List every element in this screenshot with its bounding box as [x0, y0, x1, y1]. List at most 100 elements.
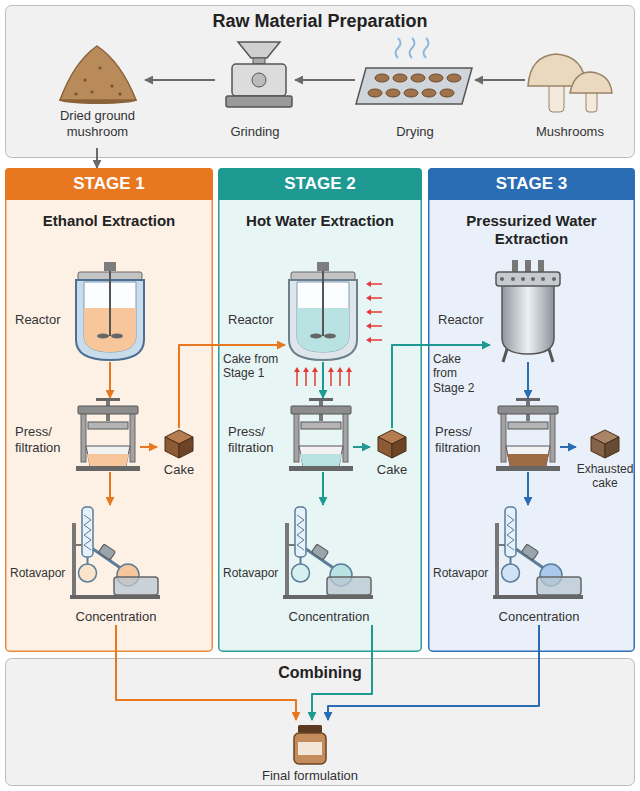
autoclave-icon-part — [521, 277, 525, 281]
powder-icon-part — [98, 66, 101, 69]
glass-reactor-icon — [76, 262, 144, 360]
press-icon-part — [508, 422, 548, 429]
press-icon-part — [506, 446, 550, 466]
flow-arrow — [295, 79, 355, 81]
press-icon-part — [516, 398, 540, 401]
rotavapor-icon-part — [537, 577, 581, 595]
press-icon-part — [299, 446, 343, 466]
flow-arrow — [96, 148, 98, 168]
drying-tray-icon-part — [411, 74, 425, 82]
mushroom-icon — [528, 54, 612, 112]
heat-arrows-part — [303, 367, 309, 372]
flow-arrow — [140, 446, 157, 448]
rotavapor-icon-part — [289, 544, 295, 546]
press-unit: Press/ filtration — [289, 398, 353, 472]
item-label: Exhausted cake — [576, 462, 634, 491]
powder-icon-part — [90, 90, 93, 93]
cake-cube-icon-part — [179, 437, 193, 458]
rotavapor-icon-part — [292, 564, 310, 582]
press-icon-part — [130, 414, 135, 462]
drying-tray-icon — [356, 38, 472, 104]
press-icon-part — [294, 414, 299, 462]
press-icon — [289, 398, 353, 471]
item-label: Concentration — [283, 609, 375, 625]
press-icon-part — [291, 406, 351, 414]
cake-cube-icon-part — [378, 437, 392, 458]
press-icon-part — [507, 454, 549, 466]
rotavapor-icon-part — [327, 577, 371, 595]
press-icon-part — [309, 398, 333, 401]
drying-tray-icon-part — [375, 74, 389, 82]
stage-header: STAGE 1 — [5, 168, 213, 200]
equipment-label: Reactor — [228, 312, 280, 328]
glass-reactor-icon-part — [109, 271, 111, 336]
panel-ground-part — [6, 659, 635, 786]
glass-reactor-icon-part — [111, 334, 123, 339]
process-step: Drying — [355, 38, 475, 144]
rotavapor-icon — [283, 507, 373, 599]
item-label: Concentration — [70, 609, 162, 625]
heat-arrows-part — [296, 372, 298, 386]
stage-header: STAGE 2 — [218, 168, 422, 200]
press-icon-part — [81, 414, 86, 462]
heat-arrows-part — [294, 367, 300, 372]
flow-arrow — [475, 79, 525, 81]
press-icon-part — [498, 406, 558, 414]
drying-tray-icon-part — [424, 38, 429, 58]
glass-reactor-icon-part — [104, 262, 116, 271]
equipment-label: Rotavapor — [433, 566, 491, 580]
heat-arrows-part — [370, 283, 382, 285]
autoclave-icon-part — [538, 260, 544, 272]
drying-tray-icon-part — [356, 68, 472, 104]
grinder-icon-part — [232, 64, 286, 96]
panel-ground-part — [219, 169, 422, 652]
drying-tray-icon-part — [368, 89, 382, 97]
flow-arrow — [392, 345, 490, 428]
rotavapor-icon-part — [493, 595, 583, 599]
heat-arrows-part — [314, 372, 316, 386]
rotavapor-unit: RotavaporConcentration — [283, 505, 375, 625]
powder-icon-part — [74, 92, 77, 95]
section-title: Combining — [272, 663, 368, 682]
cake-item: Cake — [370, 428, 414, 480]
panel-ground-part — [6, 169, 213, 652]
grinder-icon-part — [238, 42, 280, 58]
rotavapor-icon-part — [79, 564, 97, 582]
flow-arrow — [527, 472, 529, 505]
drying-tray-icon-part — [447, 74, 461, 82]
stage-panel: STAGE 3Pressurized Water ExtractionReact… — [428, 168, 635, 652]
press-icon-part — [343, 414, 348, 462]
equipment-label: Press/ filtration — [228, 424, 286, 455]
press-icon-part — [87, 454, 129, 466]
glass-reactor-icon-part — [310, 334, 322, 339]
glass-reactor-icon-part — [322, 271, 324, 336]
heat-arrows-part — [366, 295, 371, 301]
rotavapor-icon-part — [297, 515, 304, 550]
cake-cube-icon-part — [165, 437, 179, 458]
item-label: Cake — [370, 462, 414, 478]
heat-arrows-part — [370, 325, 382, 327]
bottle-icon — [294, 725, 326, 764]
item-label: Final formulation — [250, 768, 370, 784]
stage-title: Pressurized Water Extraction — [446, 212, 617, 248]
rotavapor-icon-part — [495, 523, 499, 597]
stage-panel: STAGE 1Ethanol ExtractionReactorPress/ f… — [5, 168, 213, 652]
powder-icon-part — [60, 46, 136, 100]
heat-arrows-part — [305, 372, 307, 386]
section-band: Raw Material PreparationDried ground mus… — [5, 5, 635, 158]
press-icon-part — [88, 422, 128, 429]
rotavapor-icon-part — [295, 507, 306, 557]
rotavapor-icon-part — [70, 595, 160, 599]
press-icon-part — [86, 446, 130, 466]
press-icon-part — [96, 398, 120, 401]
stage-header: STAGE 3 — [428, 168, 635, 200]
press-icon-part — [550, 414, 555, 462]
autoclave-icon-part — [496, 272, 560, 286]
item-label: Mushrooms — [525, 124, 615, 140]
rotavapor-icon-part — [507, 515, 514, 550]
equipment-label: Rotavapor — [10, 566, 68, 580]
item-label: Concentration — [493, 609, 585, 625]
stage-title: Ethanol Extraction — [5, 212, 213, 230]
press-unit: Press/ filtration — [76, 398, 140, 472]
